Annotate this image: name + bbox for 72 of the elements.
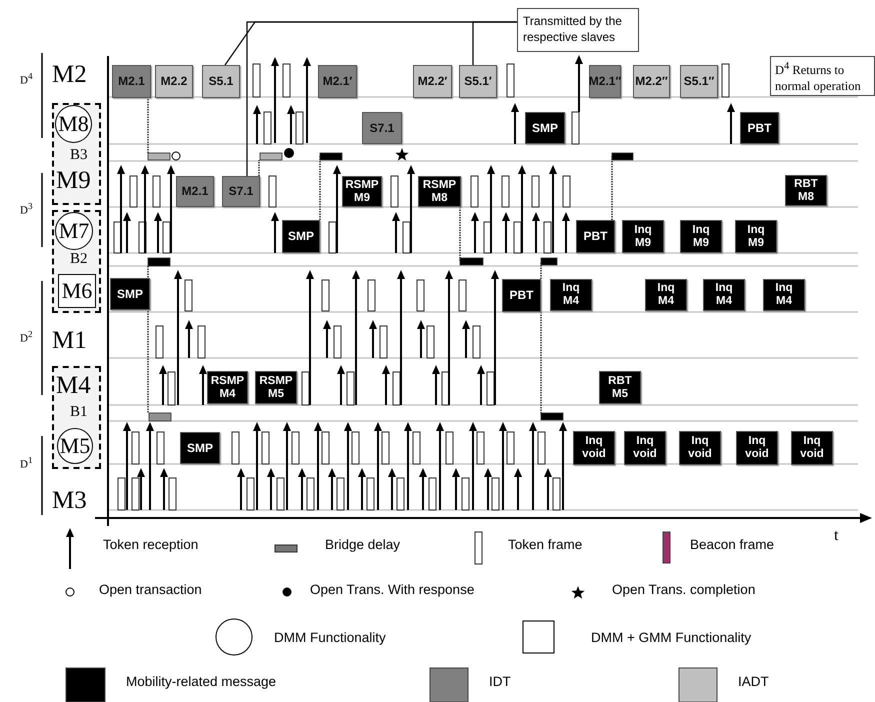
message-box: M2.2′ <box>413 65 452 98</box>
message-box: S5.1 <box>202 65 240 98</box>
bridge-label: B1 <box>70 405 88 420</box>
message-box: M2.1″ <box>589 65 621 98</box>
message-box: Inq M9 <box>680 220 722 253</box>
legend-text: Open transaction <box>99 583 202 596</box>
message-box: RBT M8 <box>785 175 827 206</box>
legend-text: Token frame <box>508 538 582 552</box>
note-box: Transmitted by the respective slaves <box>517 8 639 52</box>
message-box: SMP <box>110 278 150 310</box>
station-label: M1 <box>52 328 87 353</box>
domain-label: D$^{4}$ <box>20 72 33 87</box>
message-box: SMP <box>525 112 565 144</box>
message-box: PBT <box>576 220 615 253</box>
message-box: S7.1 <box>362 112 402 144</box>
message-box: M2.1′ <box>318 65 357 98</box>
bridge-group-frame <box>52 366 101 469</box>
legend-text: Open Trans. completion <box>612 583 756 596</box>
message-box: Inq M9 <box>622 220 664 253</box>
message-box: SMP <box>180 432 220 464</box>
legend-text: Open Trans. With response <box>310 583 474 596</box>
message-box: S5.1″ <box>680 65 718 98</box>
station-label: M4 <box>56 373 91 398</box>
legend-text: Bridge delay <box>325 538 400 552</box>
domain-label: D$^{2}$ <box>20 330 33 345</box>
message-box: Inq void <box>573 431 615 465</box>
message-box: Inq void <box>679 431 721 465</box>
station-label: M2 <box>52 62 87 87</box>
bridge-group-frame <box>52 210 101 313</box>
message-box: RSMP M9 <box>342 176 382 207</box>
station-circle: M8 <box>55 105 92 143</box>
note-box: D$^{4}$ Returns to normal operation <box>770 56 875 96</box>
message-box: Inq M4 <box>703 279 745 311</box>
message-box: RSMP M8 <box>418 176 461 207</box>
station-label: M9 <box>56 168 91 193</box>
legend-text: DMM + GMM Functionality <box>591 631 752 644</box>
message-box: Inq M4 <box>645 279 687 311</box>
message-box: SMP <box>282 220 320 253</box>
message-box: RSMP M4 <box>207 371 248 404</box>
station-label: M3 <box>52 488 87 513</box>
legend-text: IDT <box>489 675 511 688</box>
legend-text: Mobility-related message <box>126 675 276 688</box>
domain-label: D$^{3}$ <box>20 202 33 217</box>
message-box: Inq M9 <box>735 220 777 253</box>
station-circle: M5 <box>57 428 93 464</box>
message-box: Inq void <box>624 431 666 465</box>
bridge-label: B2 <box>70 252 88 267</box>
axis-label: t <box>834 528 838 544</box>
message-box: RBT M5 <box>599 371 641 404</box>
legend-text: IADT <box>738 675 769 688</box>
message-box: PBT <box>502 279 541 312</box>
message-box: M2.2″ <box>633 65 670 98</box>
message-box: PBT <box>740 112 779 144</box>
message-box: Inq void <box>736 431 778 465</box>
message-box: RSMP M5 <box>255 371 297 404</box>
message-box: M2.1 <box>176 176 214 207</box>
legend-text: Token reception <box>103 538 198 552</box>
domain-label: D$^{1}$ <box>20 456 33 471</box>
message-box: M2.1 <box>112 65 151 98</box>
leader-line <box>472 21 517 65</box>
message-box: Inq void <box>791 431 833 465</box>
bridge-group-frame <box>52 103 101 205</box>
message-box: M2.2 <box>155 65 193 98</box>
message-box: Inq M4 <box>763 279 805 311</box>
message-box: Inq M4 <box>550 279 592 311</box>
station-circle: M7 <box>55 212 93 250</box>
bridge-label: B3 <box>70 148 88 163</box>
legend-text: Beacon frame <box>690 538 774 552</box>
legend-text: DMM Functionality <box>274 631 386 644</box>
message-box: S7.1 <box>222 176 260 207</box>
message-box: S5.1′ <box>459 65 497 98</box>
station-square: M6 <box>58 274 96 308</box>
